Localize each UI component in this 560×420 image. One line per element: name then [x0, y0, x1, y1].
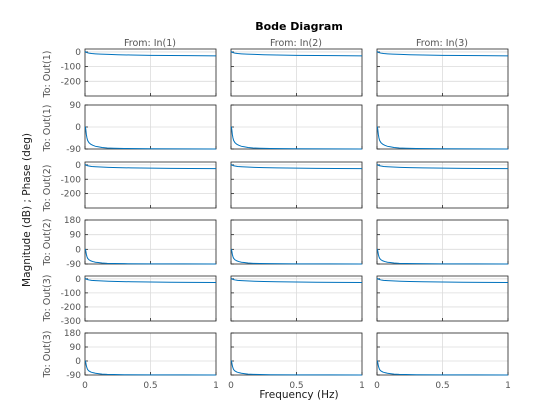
y-tick-label: -200	[61, 190, 82, 200]
y-tick-label: 180	[64, 329, 81, 339]
x-tick-label: 1	[359, 381, 365, 391]
subplot-r4-c3	[376, 219, 509, 265]
magnitude-curve	[84, 163, 217, 170]
axes-frame	[230, 161, 363, 209]
y-tick-label: -100	[61, 289, 82, 299]
subplot-r1-c1: 0 -100 -200	[61, 48, 217, 97]
x-axis-label: Frequency (Hz)	[259, 389, 338, 401]
row-title-out3-phase: To: Out(3)	[42, 331, 53, 379]
column-title-in1: From: In(1)	[124, 38, 176, 49]
y-tick-label: 180	[64, 216, 81, 226]
subplot-r1-c2	[230, 48, 363, 97]
magnitude-curve	[84, 50, 217, 57]
phase-curve	[230, 126, 363, 150]
subplot-r1-c3	[376, 48, 509, 97]
y-tick-label: -90	[66, 145, 81, 155]
y-tick-label: 90	[70, 231, 82, 241]
subplot-r5-c1: 0 -100 -200 -300	[61, 275, 217, 327]
row-title-out3-magnitude: To: Out(3)	[42, 275, 53, 323]
subplot-r3-c3	[376, 161, 509, 209]
subplot-r2-c1: 90 0 -90	[66, 101, 217, 155]
magnitude-curve	[376, 163, 509, 170]
subplot-r4-c1: 180 90 0 -90	[64, 216, 217, 270]
axes-frame	[84, 161, 217, 209]
magnitude-curve	[230, 277, 363, 284]
column-title-in3: From: In(3)	[416, 38, 468, 49]
y-tick-label: 0	[75, 357, 81, 367]
y-tick-label: 90	[70, 343, 82, 353]
magnitude-curve	[376, 277, 509, 284]
y-tick-label: -100	[61, 175, 82, 185]
y-tick-label: 90	[70, 101, 82, 111]
x-tick-label: 1	[213, 381, 219, 391]
y-tick-label: 0	[75, 48, 81, 58]
y-tick-label: 0	[75, 123, 81, 133]
x-tick-label: 0.5	[289, 381, 303, 391]
axes-frame	[376, 161, 509, 209]
phase-curve	[376, 126, 509, 150]
column-title-in2: From: In(2)	[270, 38, 322, 49]
x-tick-label: 0.5	[143, 381, 157, 391]
y-tick-label: 0	[75, 245, 81, 255]
axes-frame	[84, 48, 217, 97]
subplot-r3-c1: 0 -100 -200	[61, 161, 217, 209]
phase-curve	[230, 360, 363, 376]
chart-title: Bode Diagram	[255, 20, 343, 33]
y-tick-label: -200	[61, 77, 82, 87]
phase-curve	[84, 360, 217, 376]
row-title-out2-magnitude: To: Out(2)	[42, 165, 53, 213]
subplot-grid: 0-100-200900-900-100-200180900-900-100-2…	[61, 48, 511, 391]
y-axis-label: Magnitude (dB) ; Phase (deg)	[21, 133, 33, 287]
phase-curve	[84, 248, 217, 265]
y-tick-label: -300	[61, 317, 82, 327]
x-tick-label: 0	[228, 381, 234, 391]
row-title-out1-magnitude: To: Out(1)	[42, 51, 53, 99]
y-tick-label: -90	[66, 371, 81, 381]
axes-frame	[230, 275, 363, 322]
subplot-r4-c2	[230, 219, 363, 265]
row-title-out1-phase: To: Out(1)	[42, 105, 53, 153]
y-tick-label: 0	[75, 161, 81, 171]
magnitude-curve	[84, 277, 217, 284]
phase-curve	[376, 248, 509, 265]
phase-curve	[84, 126, 217, 150]
subplot-r3-c2	[230, 161, 363, 209]
magnitude-curve	[376, 50, 509, 57]
axes-frame	[84, 275, 217, 322]
x-tick-label: 0	[82, 381, 88, 391]
x-tick-label: 0	[374, 381, 380, 391]
axes-frame	[376, 275, 509, 322]
y-tick-label: -90	[66, 260, 81, 270]
magnitude-curve	[230, 50, 363, 57]
subplot-r2-c2	[230, 104, 363, 150]
phase-curve	[376, 360, 509, 376]
magnitude-curve	[230, 163, 363, 170]
y-tick-label: -200	[61, 303, 82, 313]
axes-frame	[376, 48, 509, 97]
y-tick-label: -100	[61, 63, 82, 73]
axes-frame	[230, 48, 363, 97]
x-tick-label: 0.5	[435, 381, 449, 391]
phase-curve	[230, 248, 363, 265]
y-tick-label: 0	[75, 275, 81, 285]
subplot-r5-c3	[376, 275, 509, 322]
subplot-r5-c2	[230, 275, 363, 322]
subplot-r2-c3	[376, 104, 509, 150]
row-title-out2-phase: To: Out(2)	[42, 219, 53, 267]
x-tick-label: 1	[505, 381, 511, 391]
